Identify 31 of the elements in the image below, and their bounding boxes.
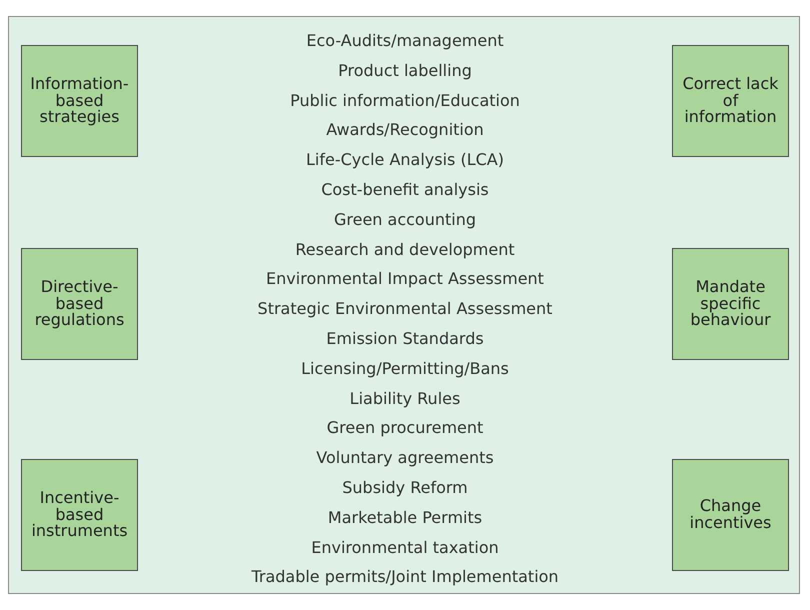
- box-label: Change incentives: [688, 498, 772, 532]
- box-label: Correct lack of information: [682, 76, 780, 126]
- instrument-item: Awards/Recognition: [326, 120, 484, 140]
- instrument-item: Licensing/Permitting/Bans: [301, 358, 509, 378]
- instrument-item: Public information/Education: [290, 90, 520, 110]
- instrument-item: Environmental Impact Assessment: [266, 269, 544, 288]
- category-box: [672, 45, 789, 157]
- instrument-item: Tradable permits/Joint Implementation: [251, 567, 559, 586]
- instrument-item: Emission Standards: [326, 329, 484, 348]
- category-box: [672, 248, 789, 360]
- category-box: [672, 459, 789, 571]
- instrument-item: Product labelling: [338, 60, 472, 80]
- box-label: Mandate specific behaviour: [689, 278, 772, 330]
- category-box: [21, 248, 138, 360]
- instrument-item: Research and development: [295, 240, 515, 259]
- instrument-item: Voluntary agreements: [316, 448, 494, 468]
- instrument-item: Subsidy Reform: [342, 478, 468, 497]
- instrument-item: Marketable Permits: [328, 508, 482, 527]
- instrument-item: Liability Rules: [350, 388, 460, 408]
- box-label: Incentive-based instruments: [30, 490, 129, 540]
- box-label: Information-based strategies: [29, 76, 130, 126]
- instrument-item: Green procurement: [326, 418, 484, 438]
- instrument-item: Strategic Environmental Assessment: [258, 299, 552, 318]
- instrument-item: Life-Cycle Analysis (LCA): [306, 150, 504, 170]
- instrument-item: Eco-Audits/management: [306, 31, 504, 50]
- box-label: Directive-based regulations: [34, 278, 126, 330]
- instrument-item: Cost-benefit analysis: [321, 180, 489, 199]
- instrument-item: Green accounting: [334, 210, 476, 229]
- instrument-item: Environmental taxation: [311, 538, 499, 557]
- category-box: [21, 459, 138, 571]
- category-box: [21, 45, 138, 157]
